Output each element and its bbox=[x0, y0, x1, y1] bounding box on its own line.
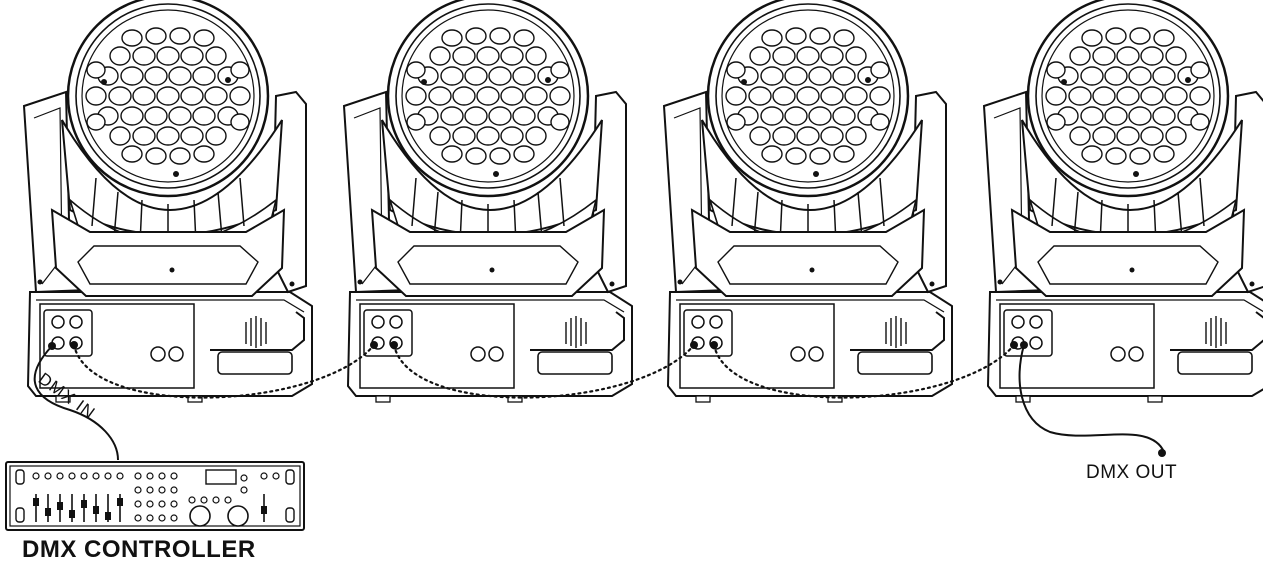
dmx-out-cable bbox=[1018, 344, 1165, 453]
dmx-in-cable bbox=[33, 345, 119, 461]
dmx-controller bbox=[5, 461, 305, 531]
dmx-out-label: DMX OUT bbox=[1086, 462, 1178, 483]
moving-head-fixture-1 bbox=[22, 0, 314, 404]
moving-head-fixture-2 bbox=[342, 0, 634, 404]
cable-plugs bbox=[70, 341, 1018, 349]
dmx-controller-label: DMX CONTROLLER bbox=[22, 536, 256, 563]
dmx-link-cables bbox=[72, 343, 1016, 399]
moving-head-fixture-3 bbox=[662, 0, 954, 404]
